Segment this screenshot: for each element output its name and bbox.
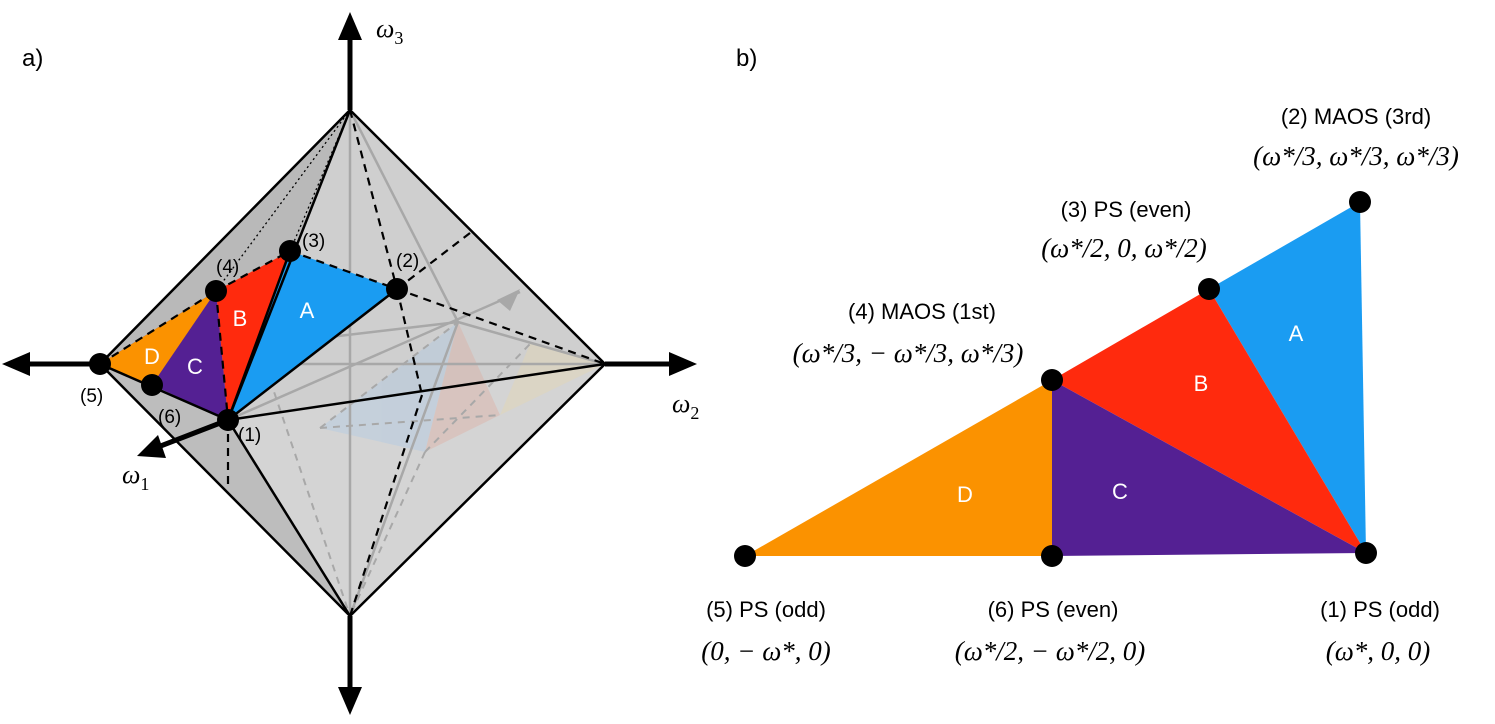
dashed-down-to-bottom — [348, 394, 424, 617]
point-4 — [1041, 369, 1063, 391]
vertex-3 — [279, 240, 301, 262]
triangle-a-label: A — [1289, 321, 1304, 346]
point-3 — [1198, 278, 1220, 300]
front-edges — [98, 108, 607, 618]
dashed-2-to-right — [396, 287, 606, 366]
axis-w3-down-arrowhead — [338, 687, 362, 715]
vertex-6 — [141, 374, 163, 396]
edge-3-to-1 — [226, 250, 292, 421]
point-2-coords: (ω*/3, ω*/3, ω*/3) — [1253, 141, 1459, 171]
region-a-label: A — [300, 298, 315, 323]
point-6 — [1041, 545, 1063, 567]
hidden-edge-back-bottom — [348, 321, 460, 617]
point-1-coords: (ω*, 0, 0) — [1326, 636, 1431, 666]
vertex-4 — [205, 280, 227, 302]
vertex-1-label: (1) — [238, 425, 261, 446]
axis-w1 — [157, 417, 229, 450]
dashed-edges — [99, 109, 606, 617]
point-1 — [1355, 542, 1377, 564]
hidden-dashed-1 — [319, 321, 459, 429]
panel-b: b) A B C D (1) PS (odd) (ω*, 0, 0) (2) M… — [701, 45, 1459, 666]
panel-b-label: b) — [736, 45, 757, 72]
point-3-coords: (ω*/2, 0, ω*/2) — [1041, 233, 1207, 263]
vertex-3-label: (3) — [302, 231, 325, 252]
dashed-2-down — [395, 288, 424, 396]
region-d — [100, 291, 216, 385]
dotted-top-to-3 — [289, 109, 351, 252]
vertex-5-label: (5) — [80, 386, 103, 407]
vertex-6-label: (6) — [158, 407, 181, 428]
axis-w3-up-arrowhead — [338, 12, 362, 40]
point-2-label: (2) MAOS (3rd) — [1281, 104, 1431, 129]
point-6-label: (6) PS (even) — [988, 597, 1119, 622]
region-b — [216, 251, 290, 420]
region-b-label: B — [233, 306, 248, 331]
hidden-w1-arrowhead — [497, 289, 520, 311]
panel-a-label: a) — [22, 45, 43, 72]
dashed-3-to-2 — [289, 249, 398, 291]
triangle-c-label: C — [1112, 479, 1128, 504]
dashed-2-to-back — [396, 232, 471, 290]
point-2 — [1349, 191, 1371, 213]
region-c-label: C — [187, 354, 203, 379]
hidden-edge-back-right — [457, 320, 606, 366]
point-3-label: (3) PS (even) — [1061, 197, 1192, 222]
axes — [30, 38, 672, 690]
triangle-d-label: D — [957, 482, 973, 507]
point-1-label: (1) PS (odd) — [1320, 597, 1440, 622]
point-5-label: (5) PS (odd) — [706, 597, 826, 622]
hidden-edge-top-back — [348, 109, 460, 323]
vertex-5 — [89, 353, 111, 375]
back-region-d — [500, 344, 605, 415]
back-region-b — [425, 322, 500, 452]
vertex-2-label: (2) — [396, 251, 419, 272]
dashed-4-to-3 — [215, 250, 291, 292]
axis-w2-label: ω2 — [672, 389, 699, 423]
vertex-1 — [217, 409, 239, 431]
edge-1-to-2-front — [227, 288, 398, 421]
hidden-dashed-5 — [319, 414, 501, 429]
hidden-dashed-4 — [269, 379, 351, 617]
axis-w2-right-arrowhead — [669, 352, 697, 376]
edge-1-to-bottom — [226, 419, 352, 617]
region-a — [228, 251, 397, 420]
point-4-coords: (ω*/3, − ω*/3, ω*/3) — [793, 338, 1024, 368]
panel-a-vertices — [89, 240, 408, 431]
solid-inner-edges — [226, 250, 398, 421]
vertex-4-label: (4) — [216, 257, 239, 278]
triangle-a — [1209, 202, 1366, 553]
edge-1-to-right — [227, 362, 606, 422]
hidden-dashed-3 — [349, 451, 426, 617]
axis-w3-label: ω3 — [376, 14, 403, 48]
triangle-b-label: B — [1194, 371, 1209, 396]
region-d-label: D — [144, 344, 160, 369]
vertex-2 — [386, 278, 408, 300]
hidden-dashed-edges — [269, 321, 531, 617]
point-5-coords: (0, − ω*, 0) — [701, 636, 831, 666]
dashed-5-to-4 — [99, 290, 217, 365]
dashed-4-to-1 — [214, 290, 230, 421]
dotted-edges — [215, 109, 351, 292]
dashed-top-to-2 — [348, 109, 399, 290]
point-4-label: (4) MAOS (1st) — [848, 299, 996, 324]
edge-top-to-1 — [226, 109, 352, 421]
axis-w1-arrowhead — [137, 435, 166, 458]
point-5 — [734, 545, 756, 567]
triangle-d — [745, 380, 1052, 556]
panel-a: a) — [2, 12, 699, 715]
panel-b-vertices — [734, 191, 1377, 567]
triangle-c — [1052, 380, 1366, 556]
triangle-b — [1052, 289, 1366, 553]
point-6-coords: (ω*/2, − ω*/2, 0) — [955, 636, 1146, 666]
edge-5-to-1 — [99, 362, 229, 422]
axis-w2-left-arrowhead — [2, 352, 30, 376]
axis-w1-label: ω1 — [122, 460, 149, 494]
